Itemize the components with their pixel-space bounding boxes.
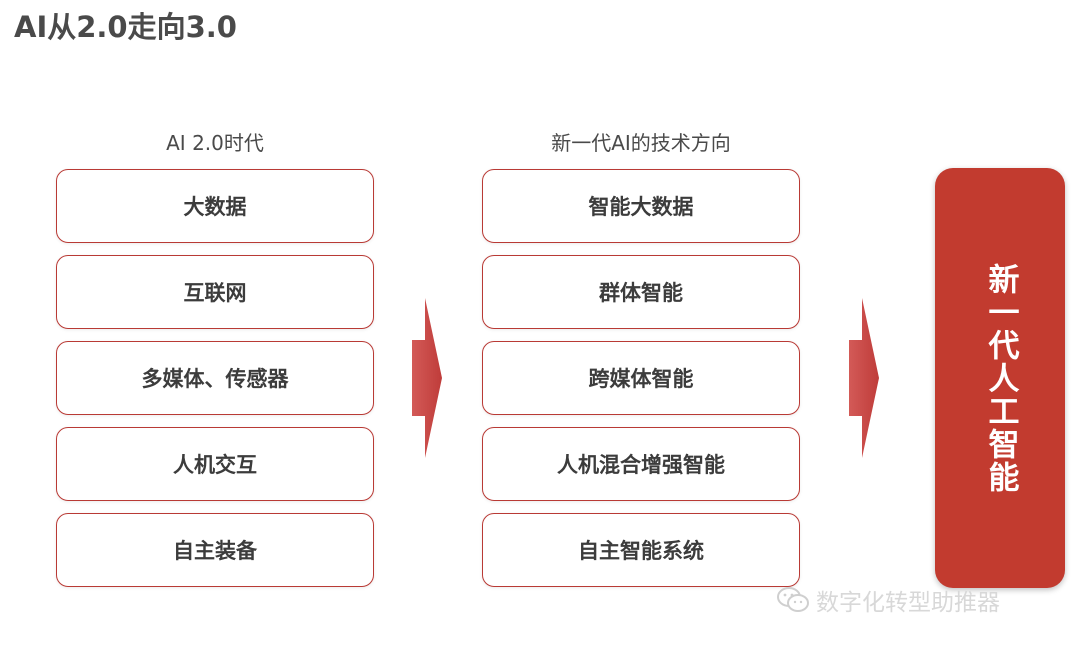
right-arrow-icon <box>412 298 442 458</box>
middle-item-hybrid-augmented-intelligence: 人机混合增强智能 <box>482 427 800 501</box>
result-label: 新一代人工智能 <box>982 262 1019 494</box>
right-arrow-icon <box>849 298 879 458</box>
left-item-human-computer-interaction: 人机交互 <box>56 427 374 501</box>
left-item-internet: 互联网 <box>56 255 374 329</box>
wechat-icon <box>777 587 809 612</box>
left-item-big-data: 大数据 <box>56 169 374 243</box>
left-item-autonomous-equipment: 自主装备 <box>56 513 374 587</box>
result-box: 新一代人工智能 <box>935 168 1065 588</box>
page-title: AI从2.0走向3.0 <box>14 10 237 44</box>
left-column-header: AI 2.0时代 <box>166 131 264 155</box>
watermark: 数字化转型助推器 <box>776 583 1000 617</box>
middle-item-swarm-intelligence: 群体智能 <box>482 255 800 329</box>
middle-item-intelligent-big-data: 智能大数据 <box>482 169 800 243</box>
middle-item-autonomous-intelligent-system: 自主智能系统 <box>482 513 800 587</box>
middle-column-header: 新一代AI的技术方向 <box>551 131 731 155</box>
middle-item-cross-media-intelligence: 跨媒体智能 <box>482 341 800 415</box>
watermark-text: 数字化转型助推器 <box>816 590 1000 616</box>
left-item-multimedia-sensors: 多媒体、传感器 <box>56 341 374 415</box>
